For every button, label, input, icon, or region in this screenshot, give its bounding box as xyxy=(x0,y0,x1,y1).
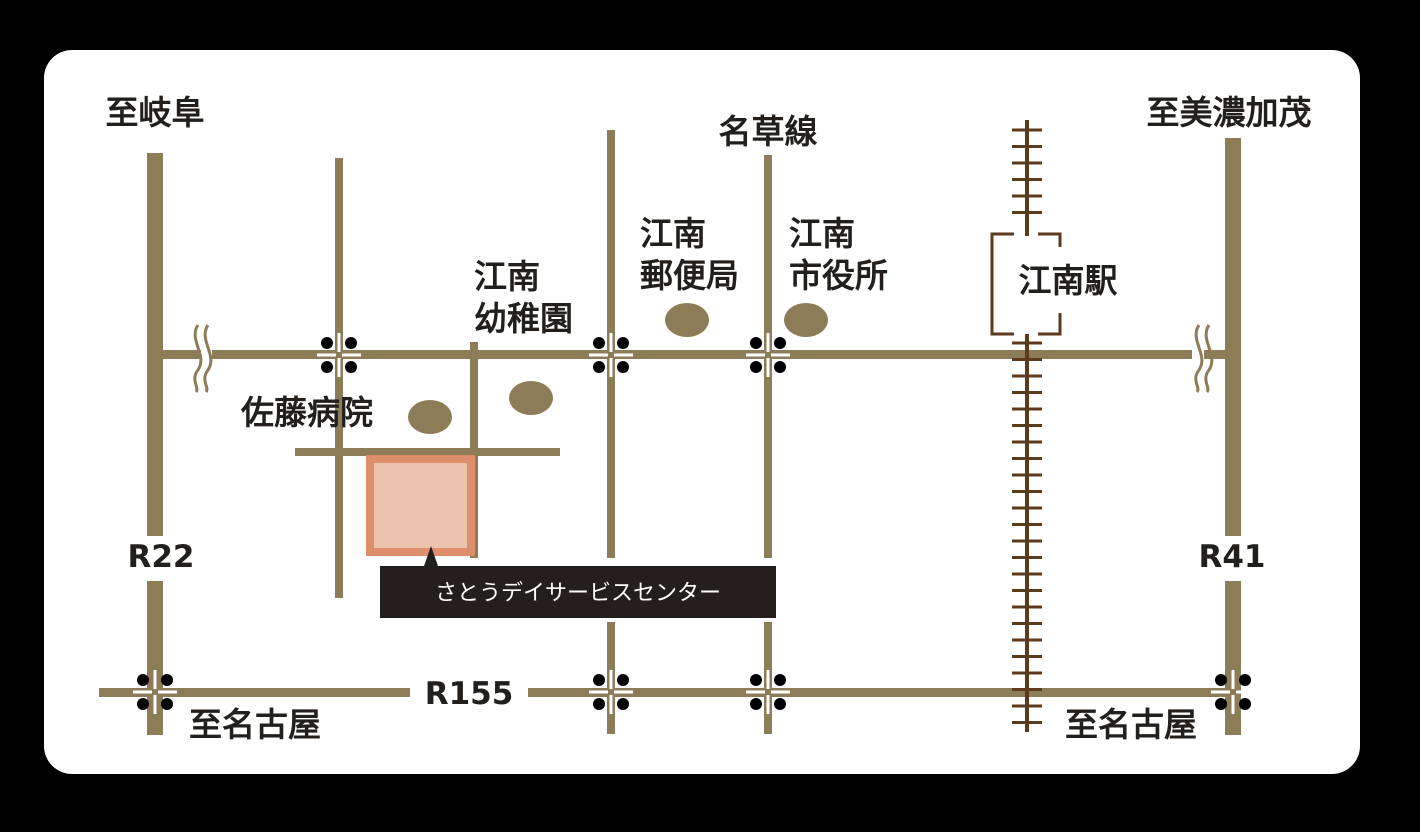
label-meisou-line: 名草線 xyxy=(719,112,818,151)
map-labels: 至岐阜 至美濃加茂 名草線 江南 郵便局 江南 市役所 江南 幼稚園 佐藤病院 … xyxy=(106,93,1312,744)
label-to-nagoya-left: 至名古屋 xyxy=(189,705,321,744)
traffic-signal-icon xyxy=(589,670,633,714)
label-post-office-2: 郵便局 xyxy=(640,256,739,295)
label-r22: R22 xyxy=(127,539,194,575)
label-konan-station: 江南駅 xyxy=(1019,261,1118,300)
traffic-signals xyxy=(133,333,1255,714)
traffic-signal-icon xyxy=(317,333,361,377)
label-to-gifu: 至岐阜 xyxy=(106,93,205,132)
label-post-office-1: 江南 xyxy=(640,214,706,253)
landmark-city-hall xyxy=(784,303,828,337)
label-to-minokamo: 至美濃加茂 xyxy=(1147,93,1312,132)
landmark-kindergarten xyxy=(509,381,553,415)
road-main-horizontal-left xyxy=(163,350,201,359)
railway xyxy=(1012,120,1042,732)
label-kindergarten-2: 幼稚園 xyxy=(474,299,573,338)
map-card xyxy=(44,50,1360,774)
label-sato-hospital: 佐藤病院 xyxy=(240,393,373,432)
road-r155-right xyxy=(528,688,1225,697)
landmarks xyxy=(408,303,828,434)
traffic-signal-icon xyxy=(746,333,790,377)
destination-callout xyxy=(380,546,776,618)
label-city-hall-2: 市役所 xyxy=(789,256,888,295)
traffic-signal-icon xyxy=(133,670,177,714)
destination-label: さとうデイサービスセンター xyxy=(435,581,721,606)
label-city-hall-1: 江南 xyxy=(789,214,855,253)
road-break-marks xyxy=(193,324,1214,394)
station-box-konan xyxy=(990,232,1062,336)
traffic-signal-icon xyxy=(746,670,790,714)
destination-building xyxy=(366,455,475,556)
road-meisou-line xyxy=(764,155,772,558)
landmark-sato-hospital xyxy=(408,400,452,434)
landmark-post-office xyxy=(665,303,709,337)
label-kindergarten-1: 江南 xyxy=(474,257,540,296)
label-to-nagoya-right: 至名古屋 xyxy=(1065,705,1197,744)
break-mark-right-2 xyxy=(1204,324,1214,394)
road-main-horizontal-right xyxy=(1204,350,1225,359)
road-vertical-hospital xyxy=(335,158,343,598)
destination-marker: さとうデイサービスセンター xyxy=(366,455,776,618)
road-r41-lower xyxy=(1225,581,1241,735)
break-mark-right-1 xyxy=(1194,324,1204,394)
traffic-signal-icon xyxy=(589,333,633,377)
road-main-horizontal xyxy=(212,350,1192,359)
road-local-horizontal xyxy=(295,448,560,456)
break-mark-left-1 xyxy=(193,324,203,394)
road-r22-upper xyxy=(147,153,163,536)
label-r41: R41 xyxy=(1198,539,1265,575)
break-mark-left-2 xyxy=(203,324,213,394)
traffic-signal-icon xyxy=(1211,670,1255,714)
station-outline xyxy=(990,232,1062,336)
road-r41-upper xyxy=(1225,138,1241,536)
label-r155: R155 xyxy=(425,676,514,712)
road-r155-left xyxy=(99,688,410,697)
